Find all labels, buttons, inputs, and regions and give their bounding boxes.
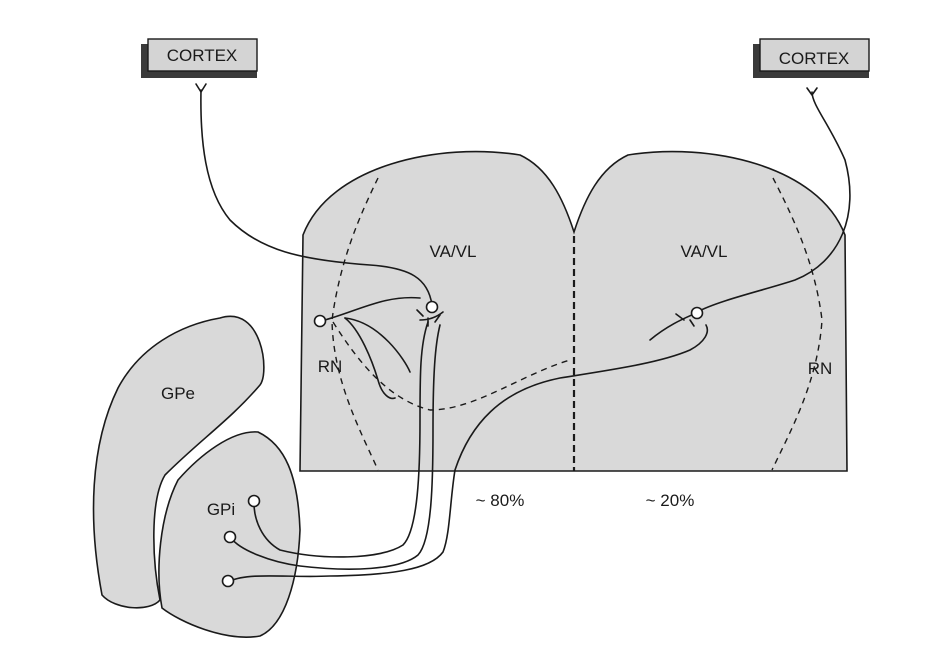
thalamocortical-axon-left — [200, 89, 433, 306]
thalamus-label-right: VA/VL — [681, 242, 728, 261]
percent-ipsilateral-label: ~ 80% — [476, 491, 525, 510]
thalamocortical-axon-right — [696, 91, 851, 313]
cortex-label-right: CORTEX — [779, 49, 850, 68]
thalamus-label-left: VA/VL — [430, 242, 477, 261]
rn-label-right: RN — [808, 359, 833, 378]
pallidothalamic-axon-1 — [253, 321, 429, 558]
rn-boundary-right — [771, 177, 823, 471]
cortex-terminal-right — [806, 87, 818, 96]
cortex-box-left: CORTEX — [141, 38, 258, 78]
vavl-neuron-left — [425, 300, 439, 314]
gpi-label: GPi — [207, 500, 235, 519]
cortex-terminal-left — [195, 83, 207, 93]
gpi-neuron-2 — [223, 530, 237, 544]
pallidothalamic-axon-3 — [229, 324, 709, 582]
rn-collateral-left — [324, 296, 421, 321]
thalamus-outline — [299, 150, 848, 472]
rn-neuron-left — [313, 314, 327, 328]
collateral-loop-left — [344, 317, 396, 400]
cortex-box-right: CORTEX — [753, 38, 870, 78]
cortex-label-left: CORTEX — [167, 46, 238, 65]
pallidothalamic-axon-2 — [230, 324, 441, 570]
vavl-neuron-right — [690, 306, 704, 320]
collateral-branch-left — [344, 317, 411, 373]
gpi-neuron-1 — [247, 494, 261, 508]
percent-contralateral-label: ~ 20% — [646, 491, 695, 510]
rn-label-left: RN — [318, 357, 343, 376]
gpi-neuron-3 — [221, 574, 235, 588]
gpe-label: GPe — [161, 384, 195, 403]
rn-boundary-left — [331, 177, 379, 471]
vavl-boundary-left — [332, 321, 571, 411]
